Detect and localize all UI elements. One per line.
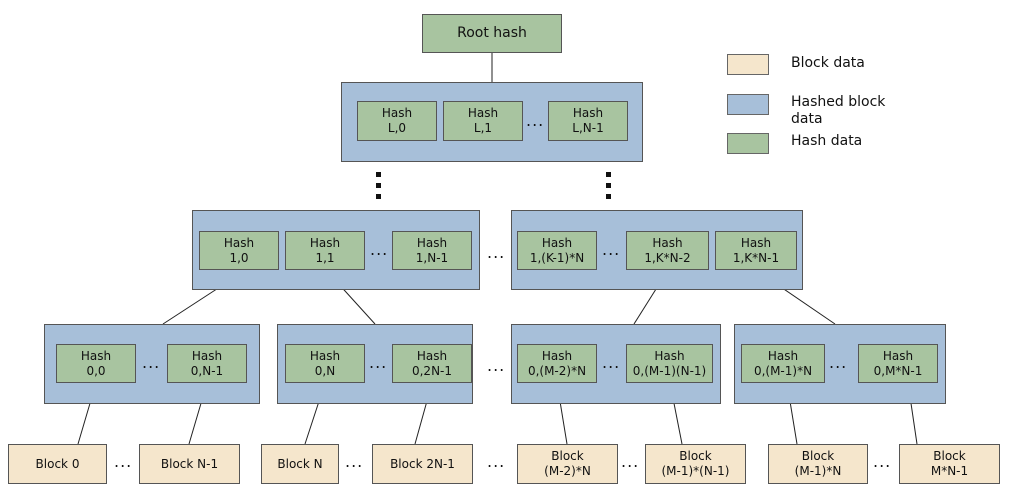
hash-title: Hash	[767, 348, 799, 363]
ellipsis: ...	[142, 353, 161, 372]
legend-swatch-hash-data	[727, 133, 769, 154]
block-label: Block	[933, 449, 966, 463]
ellipsis: ...	[345, 452, 364, 471]
block-label: Block 2N-1	[390, 456, 455, 471]
hash-node-0-N-1: Hash 0,N-1	[167, 344, 247, 383]
hash-title: Hash	[416, 235, 448, 250]
block-node-2n-1: Block 2N-1	[372, 444, 473, 484]
hash-index: 1,N-1	[415, 250, 449, 265]
ellipsis: ...	[487, 452, 506, 471]
hash-title: Hash	[191, 348, 223, 363]
ellipsis: ...	[487, 243, 506, 262]
block-node-0: Block 0	[8, 444, 107, 484]
ellipsis: ...	[487, 356, 506, 375]
hash-node-1-N-1: Hash 1,N-1	[392, 231, 472, 270]
hash-node-L-1: Hash L,1	[443, 101, 523, 141]
hash-index: 0,(M-1)(N-1)	[632, 363, 707, 378]
block-node-mn-1: Block M*N-1	[899, 444, 1000, 484]
legend-label-hashed-block-line2: data	[791, 111, 823, 127]
hash-node-1-1: Hash 1,1	[285, 231, 365, 270]
block-label: Block N-1	[160, 456, 219, 471]
block-label: Block	[801, 449, 835, 463]
hash-title: Hash	[882, 348, 914, 363]
legend-swatch-block-data	[727, 54, 769, 75]
hash-node-0-2N-1: Hash 0,2N-1	[392, 344, 472, 383]
hash-node-1-KN-2: Hash 1,K*N-2	[626, 231, 709, 270]
vertical-ellipsis-left	[376, 172, 382, 205]
ellipsis: ...	[873, 452, 892, 471]
block-node-m-1-n-1: Block (M-1)*(N-1)	[645, 444, 746, 484]
hash-node-0-0: Hash 0,0	[56, 344, 136, 383]
hash-node-0-M-1-N: Hash 0,(M-1)*N	[741, 344, 825, 383]
legend-label-hashed-block-line1: Hashed block	[791, 94, 886, 110]
hash-title: Hash	[740, 235, 772, 250]
hash-title: Hash	[541, 348, 573, 363]
legend-swatch-hashed-block	[727, 94, 769, 115]
legend-label-hash-data: Hash data	[791, 133, 863, 149]
ellipsis: ...	[114, 452, 133, 471]
block-node-n: Block N	[261, 444, 339, 484]
ellipsis: ...	[370, 240, 389, 259]
ellipsis: ...	[602, 353, 621, 372]
hash-index: 1,(K-1)*N	[529, 250, 585, 265]
hash-title: Hash	[223, 235, 255, 250]
hash-index: 0,N	[314, 363, 336, 378]
hash-title: Hash	[381, 106, 413, 120]
hash-title: Hash	[572, 106, 604, 120]
root-hash-label: Root hash	[457, 25, 527, 41]
hash-node-L-0: Hash L,0	[357, 101, 437, 141]
root-hash-node: Root hash	[422, 14, 562, 53]
hash-node-1-K-1-N: Hash 1,(K-1)*N	[517, 231, 597, 270]
hash-index: L,N-1	[572, 121, 604, 135]
block-node-m-2-n: Block (M-2)*N	[517, 444, 618, 484]
hash-node-0-N: Hash 0,N	[285, 344, 365, 383]
hash-title: Hash	[416, 348, 448, 363]
hash-index: 1,K*N-1	[732, 250, 780, 265]
hash-index: L,0	[387, 121, 407, 135]
hash-index: 0,N-1	[190, 363, 224, 378]
block-node-m-1-n: Block (M-1)*N	[768, 444, 868, 484]
block-sublabel: (M-2)*N	[544, 464, 591, 478]
block-sublabel: (M-1)*N	[794, 464, 842, 478]
hash-index: 1,0	[229, 250, 249, 265]
hash-node-1-KN-1: Hash 1,K*N-1	[715, 231, 797, 270]
hash-index: 1,K*N-2	[644, 250, 691, 265]
hash-index: 1,1	[315, 250, 335, 265]
hash-title: Hash	[467, 106, 499, 120]
ellipsis: ...	[602, 240, 621, 259]
hash-title: Hash	[80, 348, 112, 363]
hash-node-0-M-2-N: Hash 0,(M-2)*N	[517, 344, 597, 383]
hash-title: Hash	[309, 348, 341, 363]
hash-index: 0,(M-1)*N	[753, 363, 813, 378]
hash-index: 0,0	[86, 363, 106, 378]
ellipsis: ...	[621, 452, 640, 471]
block-label: Block N	[277, 456, 323, 471]
ellipsis: ...	[829, 353, 848, 372]
ellipsis: ...	[526, 111, 545, 130]
block-label: Block 0	[35, 456, 80, 471]
vertical-ellipsis-right	[606, 172, 612, 205]
hash-index: 0,(M-2)*N	[527, 363, 587, 378]
block-sublabel: M*N-1	[930, 464, 969, 478]
hash-title: Hash	[654, 348, 685, 363]
hash-title: Hash	[309, 235, 341, 250]
legend-label-block-data: Block data	[791, 55, 865, 71]
block-node-n-1: Block N-1	[139, 444, 240, 484]
block-label: Block	[551, 449, 584, 463]
hash-index: 0,2N-1	[411, 363, 453, 378]
ellipsis: ...	[369, 353, 388, 372]
hash-node-0-MN-1: Hash 0,M*N-1	[858, 344, 938, 383]
hash-title: Hash	[652, 235, 683, 250]
hash-title: Hash	[541, 235, 573, 250]
block-label: Block	[679, 449, 712, 463]
hash-node-L-N-1: Hash L,N-1	[548, 101, 628, 141]
hash-index: L,1	[473, 121, 493, 135]
hash-node-0-M-1-N-1: Hash 0,(M-1)(N-1)	[626, 344, 713, 383]
hash-index: 0,M*N-1	[873, 363, 923, 378]
hash-node-1-0: Hash 1,0	[199, 231, 279, 270]
block-sublabel: (M-1)*(N-1)	[661, 464, 730, 478]
